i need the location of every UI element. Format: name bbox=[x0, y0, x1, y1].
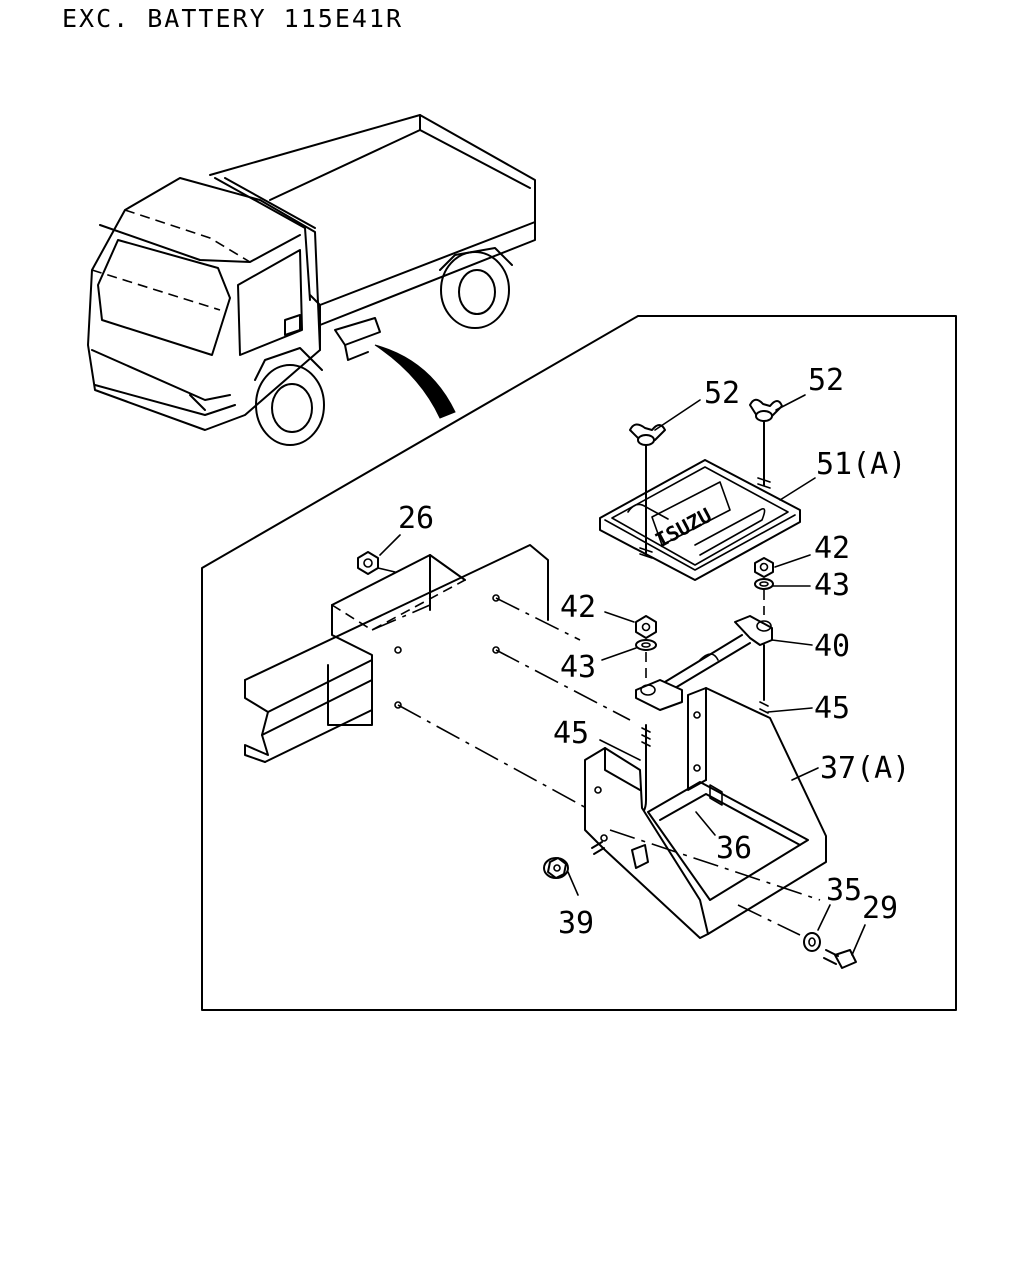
flange-nut-39 bbox=[543, 841, 605, 879]
callout-52-left: 52 bbox=[704, 376, 740, 411]
callout-43-right: 43 bbox=[814, 568, 850, 603]
callout-35: 35 bbox=[826, 873, 862, 908]
diagram-title: EXC. BATTERY 115E41R bbox=[62, 4, 404, 33]
callout-45-left: 45 bbox=[553, 716, 589, 751]
washer-43-left bbox=[635, 639, 657, 651]
callout-45-right: 45 bbox=[814, 691, 850, 726]
washer-35 bbox=[803, 932, 821, 952]
truck-overview bbox=[87, 114, 536, 446]
callout-52-right: 52 bbox=[808, 363, 844, 398]
wing-nut-52-right bbox=[749, 398, 783, 489]
frame-rail bbox=[244, 544, 631, 811]
bolt-29 bbox=[823, 949, 857, 969]
callout-51a: 51(A) bbox=[816, 447, 906, 482]
callout-37a: 37(A) bbox=[820, 751, 910, 786]
callout-36: 36 bbox=[716, 831, 752, 866]
callout-42-left: 42 bbox=[560, 590, 596, 625]
battery-carrier bbox=[584, 687, 827, 939]
washer-43-right bbox=[754, 578, 774, 590]
callout-39: 39 bbox=[558, 906, 594, 941]
detail-frame bbox=[201, 315, 957, 1011]
nut-42-left bbox=[635, 615, 657, 639]
nut-42-right bbox=[754, 557, 774, 578]
callout-43-left: 43 bbox=[560, 650, 596, 685]
callout-29: 29 bbox=[862, 891, 898, 926]
leader-lines bbox=[379, 394, 866, 956]
battery-cover: ISUZU bbox=[599, 459, 801, 581]
callout-42-right: 42 bbox=[814, 531, 850, 566]
callout-26: 26 bbox=[398, 501, 434, 536]
callout-40: 40 bbox=[814, 629, 850, 664]
nut-26 bbox=[357, 551, 396, 575]
